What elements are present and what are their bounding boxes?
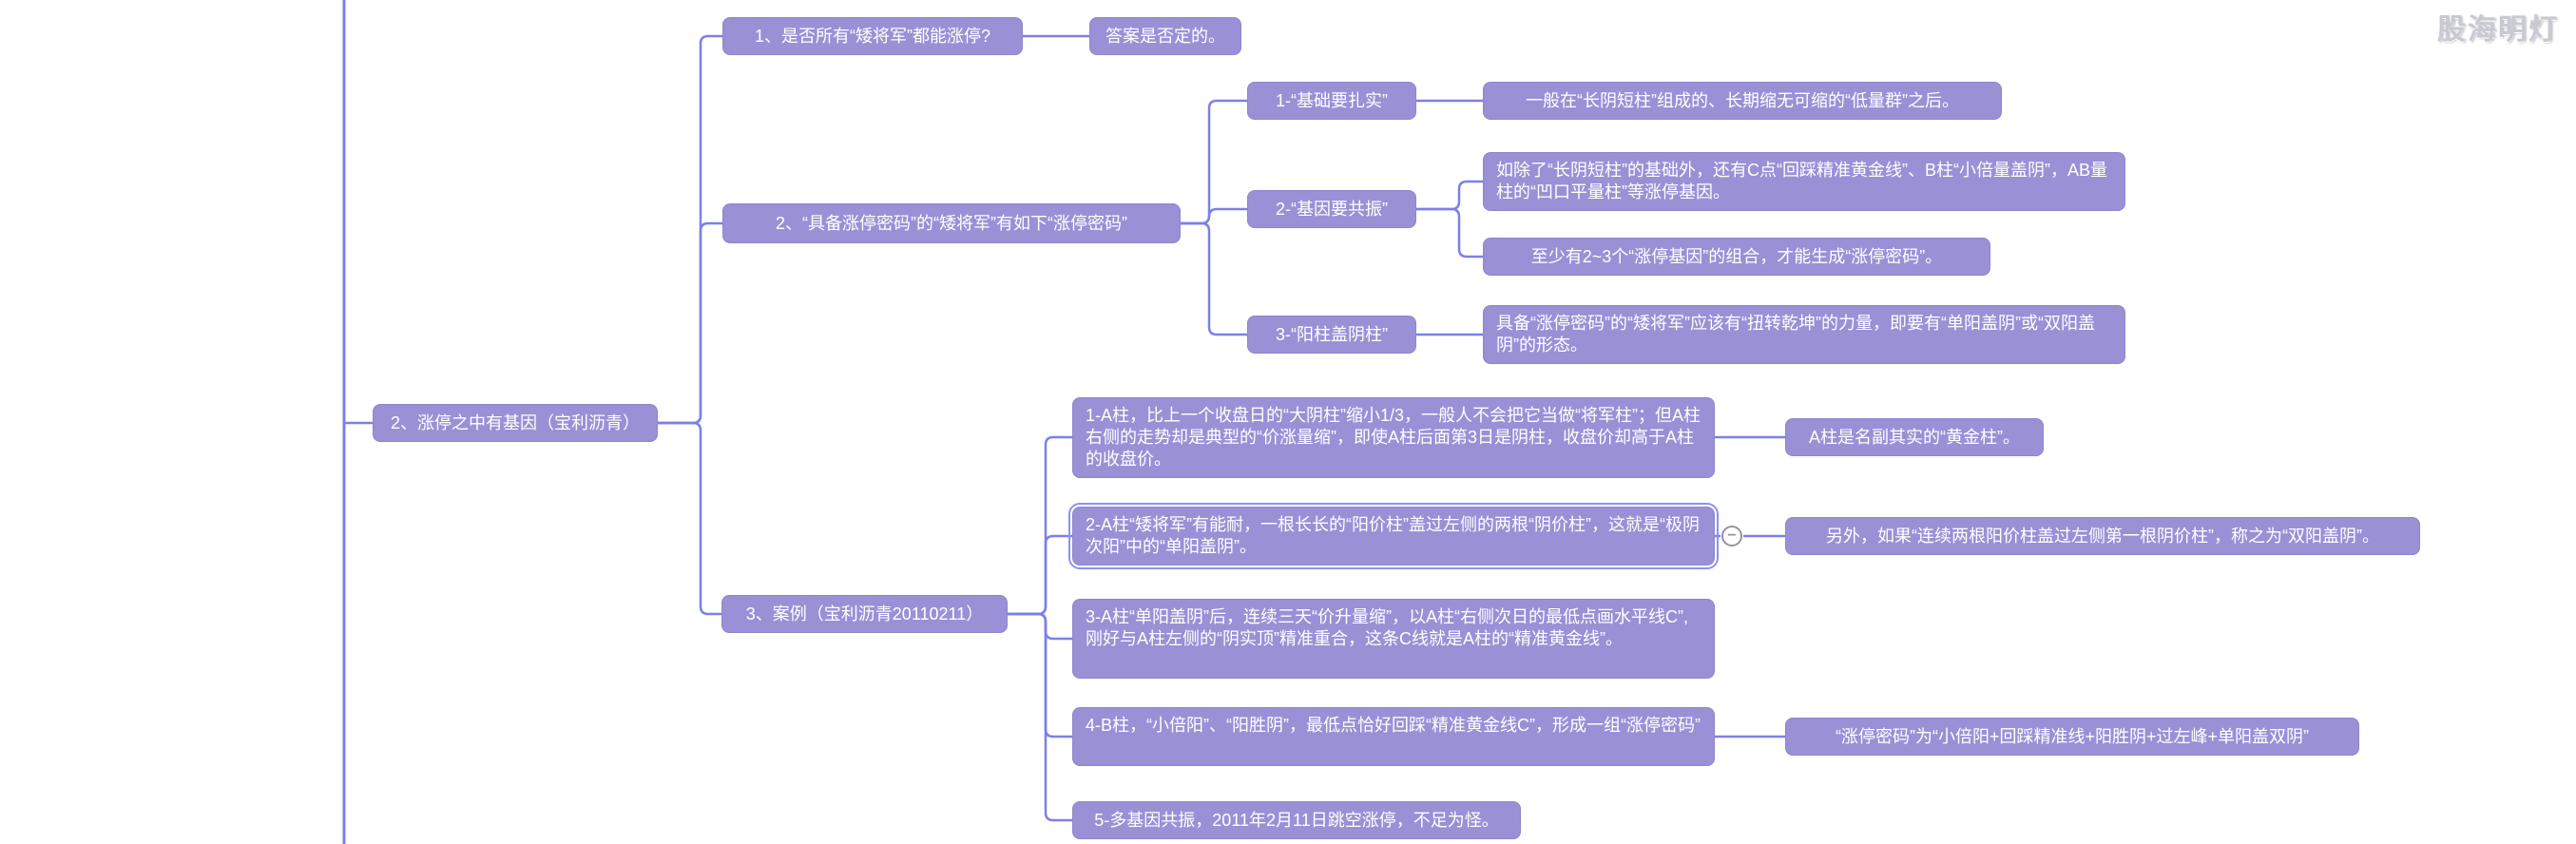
- node-gene-3-desc[interactable]: 具备“涨停密码”的“矮将军”应该有“扭转乾坤”的力量，即要有“单阳盖阴”或“双阳…: [1483, 305, 2125, 364]
- node-gene-2-desc-1[interactable]: 如除了“长阴短柱”的基础外，还有C点“回踩精准黄金线”、B柱“小倍量盖阴”，AB…: [1483, 152, 2125, 211]
- node-gene-3[interactable]: 3-“阳柱盖阴柱”: [1247, 316, 1416, 354]
- node-gene-2[interactable]: 2-“基因要共振”: [1247, 190, 1416, 228]
- node-case-4[interactable]: 4-B柱，“小倍阳”、“阳胜阴”，最低点恰好回踩“精准黄金线C”，形成一组“涨停…: [1072, 707, 1715, 766]
- collapse-icon[interactable]: −: [1721, 526, 1742, 547]
- watermark: 股海明灯: [2437, 14, 2559, 46]
- node-branch-2[interactable]: 2、“具备涨停密码”的“矮将军”有如下“涨停密码”: [722, 203, 1181, 243]
- node-case-2-desc[interactable]: 另外，如果“连续两根阳价柱盖过左侧第一根阴价柱”，称之为“双阳盖阴”。: [1785, 517, 2420, 555]
- node-root-topic[interactable]: 2、涨停之中有基因（宝利沥青）: [373, 404, 658, 442]
- node-gene-1-desc[interactable]: 一般在“长阴短柱”组成的、长期缩无可缩的“低量群”之后。: [1483, 82, 2002, 120]
- node-case-2[interactable]: 2-A柱“矮将军”有能耐，一根长长的“阳价柱”盖过左侧的两根“阴价柱”，这就是“…: [1068, 503, 1719, 569]
- node-case-5[interactable]: 5-多基因共振，2011年2月11日跳空涨停，不足为怪。: [1072, 801, 1521, 839]
- node-case-3[interactable]: 3-A柱“单阳盖阴”后，连续三天“价升量缩”，以A柱“右侧次日的最低点画水平线C…: [1072, 599, 1715, 679]
- node-case-4-desc[interactable]: “涨停密码”为“小倍阳+回踩精准线+阳胜阴+过左峰+单阳盖双阴”: [1785, 718, 2359, 756]
- node-gene-1[interactable]: 1-“基础要扎实”: [1247, 82, 1416, 120]
- node-case-1[interactable]: 1-A柱，比上一个收盘日的“大阴柱”缩小1/3，一般人不会把它当做“将军柱”；但…: [1072, 397, 1715, 478]
- node-case-1-desc[interactable]: A柱是名副其实的“黄金柱”。: [1785, 418, 2044, 456]
- node-gene-2-desc-2[interactable]: 至少有2~3个“涨停基因”的组合，才能生成“涨停密码”。: [1483, 238, 1990, 276]
- node-branch-1[interactable]: 1、是否所有“矮将军”都能涨停?: [722, 17, 1023, 55]
- node-branch-3[interactable]: 3、案例（宝利沥青20110211）: [721, 595, 1008, 633]
- node-branch-1-answer[interactable]: 答案是否定的。: [1089, 17, 1241, 55]
